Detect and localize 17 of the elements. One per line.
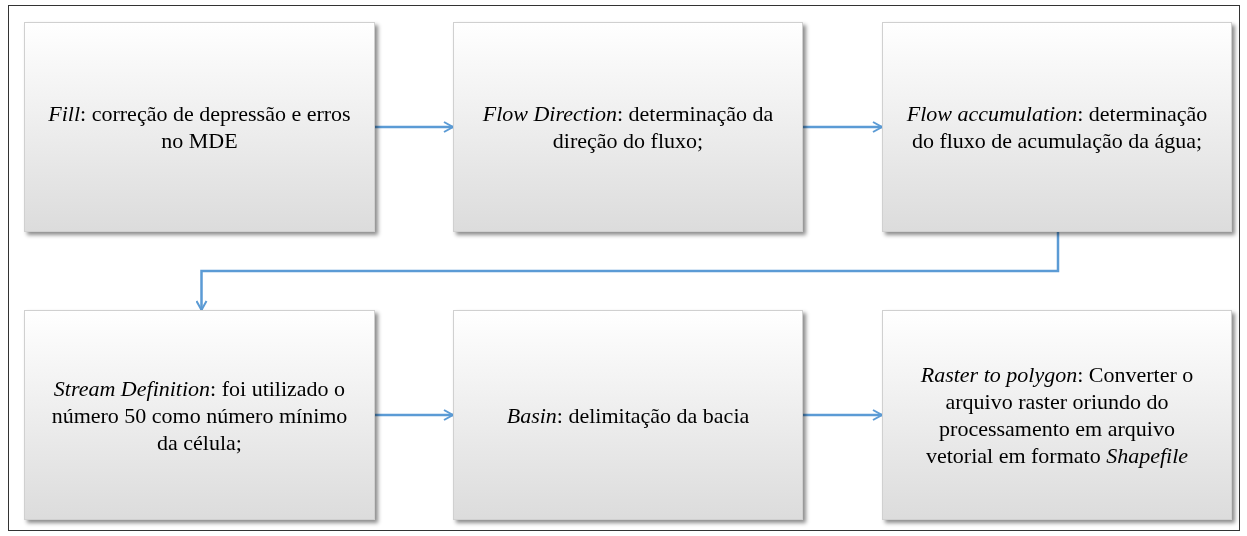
step-text: Raster to polygon: Converter o arquivo raster oriundo do processamento em arquivo vetorial em formato Shapefile	[919, 361, 1195, 469]
process-box	[453, 22, 803, 232]
process-box	[453, 310, 803, 520]
arrow	[375, 409, 454, 421]
step-text: Basin: delimitação da bacia	[506, 401, 750, 429]
arrow	[375, 121, 454, 133]
step-text: Stream Definition: foi utilizado o número 50 como número mínimo da célula;	[50, 374, 349, 456]
process-box	[882, 22, 1232, 232]
step-text: Flow Direction: determinação da direção do fluxo;	[481, 100, 775, 154]
arrow	[803, 121, 883, 133]
step-text: Fill: correção de depressão e erros no MDE	[47, 100, 352, 154]
step-text: Flow accumulation: determinação do fluxo de acumulação da água;	[905, 100, 1209, 154]
process-box	[24, 310, 375, 520]
arrow	[803, 409, 883, 421]
process-box	[882, 310, 1232, 520]
process-box	[24, 22, 375, 232]
arrow	[195, 232, 1060, 311]
